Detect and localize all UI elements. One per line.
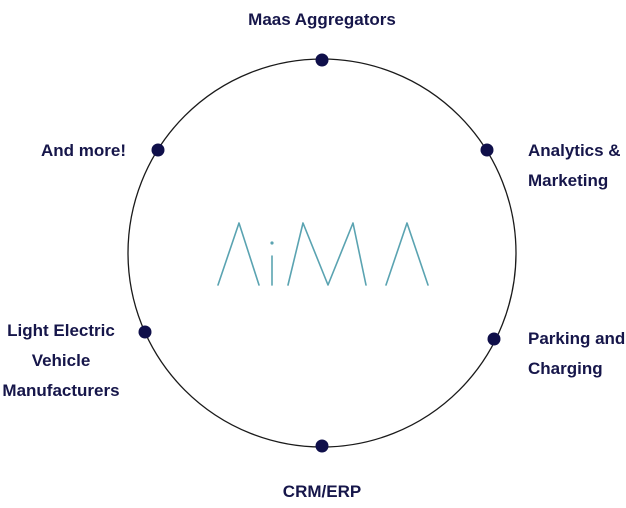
node-label-line: Charging bbox=[528, 359, 603, 378]
node-dot-right-top bbox=[480, 143, 494, 157]
node-label-line: Manufacturers bbox=[2, 381, 120, 400]
node-label-line: Vehicle bbox=[31, 351, 91, 370]
logo-glyph-a2 bbox=[385, 222, 429, 286]
node-label-line: Marketing bbox=[528, 171, 609, 190]
node-label-line: Maas Aggregators bbox=[248, 10, 396, 29]
node-dot-top bbox=[315, 53, 329, 67]
node-dot-left-bottom bbox=[138, 325, 152, 339]
node-label-line: CRM/ERP bbox=[282, 482, 362, 501]
node-label-line: Analytics & bbox=[528, 141, 621, 160]
logo-glyph-i-dot bbox=[270, 241, 274, 245]
node-label-line: And more! bbox=[41, 141, 126, 160]
node-label-analytics-marketing: Analytics & Marketing bbox=[528, 136, 621, 196]
logo-glyph-m bbox=[287, 222, 367, 286]
node-label-line: Parking and bbox=[528, 329, 626, 348]
node-dot-bottom bbox=[315, 439, 329, 453]
logo-glyph-a1 bbox=[217, 222, 260, 286]
ring bbox=[127, 58, 517, 448]
node-label-line: Light Electric bbox=[7, 321, 115, 340]
node-label-and-more: And more! bbox=[0, 136, 126, 166]
node-label-maas-aggregators: Maas Aggregators bbox=[200, 5, 444, 35]
node-dot-left-top bbox=[151, 143, 165, 157]
node-dot-right-bottom bbox=[487, 332, 501, 346]
node-label-parking-charging: Parking and Charging bbox=[528, 324, 625, 384]
node-label-lev-manufacturers: Light Electric Vehicle Manufacturers bbox=[0, 316, 122, 406]
aima-logo bbox=[217, 222, 429, 286]
node-label-crm-erp: CRM/ERP bbox=[200, 477, 444, 507]
